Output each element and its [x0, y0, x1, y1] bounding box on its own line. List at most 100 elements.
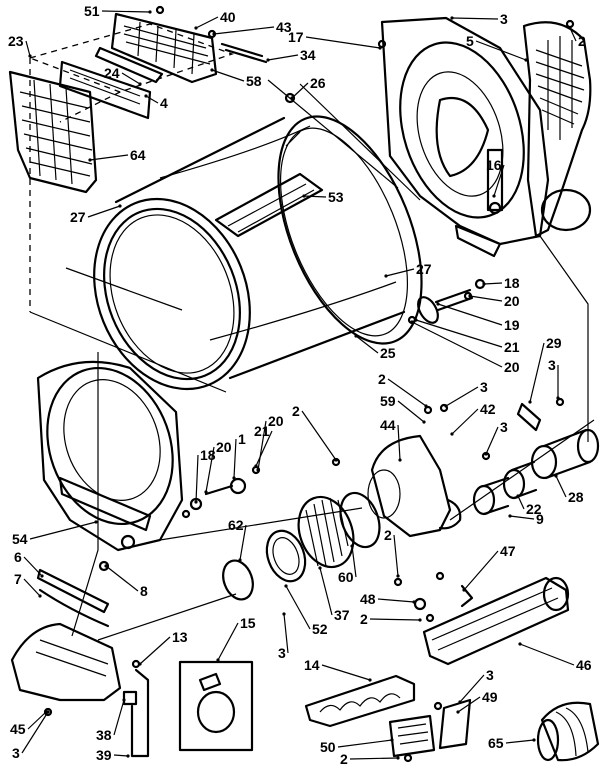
leader-arrowhead	[350, 544, 354, 548]
callout-number: 3	[548, 357, 556, 373]
leader-arrowhead	[194, 500, 198, 504]
leader-line	[257, 420, 267, 471]
leader-arrowhead	[282, 612, 286, 616]
callout-number: 2	[340, 751, 348, 767]
leader-arrowhead	[532, 738, 536, 742]
leader-arrowhead	[138, 662, 142, 666]
callout-number: 45	[10, 721, 26, 737]
leader-line	[195, 454, 199, 503]
callout-number: 23	[8, 33, 24, 49]
callout-number: 21	[504, 339, 520, 355]
callout-26: 26	[290, 75, 326, 100]
leader-arrowhead	[266, 58, 270, 62]
leader-line	[283, 613, 289, 654]
callout-number: 28	[568, 489, 584, 505]
callout-number: 47	[500, 543, 516, 559]
leader-arrowhead	[384, 274, 388, 278]
leader-arrowhead	[216, 658, 220, 662]
callout-number: 53	[328, 189, 344, 205]
callout-number: 50	[320, 739, 336, 755]
leader-line	[569, 27, 577, 42]
leader-arrowhead	[456, 710, 460, 714]
leader-line	[205, 446, 215, 493]
callout-45: 45	[10, 710, 48, 737]
callout-number: 29	[546, 335, 562, 351]
leader-arrowhead	[390, 738, 394, 742]
callout-3: 3	[444, 379, 488, 408]
callout-number: 3	[486, 667, 494, 683]
callout-42: 42	[450, 401, 496, 436]
callout-number: 2	[384, 527, 392, 543]
callout-2: 2	[340, 751, 400, 767]
front-panel-hardware	[10, 568, 150, 758]
callout-54: 54	[12, 520, 98, 547]
callout-16: 16	[486, 157, 505, 198]
callout-number: 9	[536, 511, 544, 527]
leader-line	[337, 739, 393, 748]
callout-number: 15	[240, 615, 256, 631]
callout-52: 52	[284, 584, 328, 637]
leader-arrowhead	[212, 32, 216, 36]
leader-line	[485, 426, 499, 455]
leader-line	[217, 622, 239, 661]
leader-line	[25, 40, 31, 57]
leader-line	[457, 696, 481, 713]
callout-number: 20	[216, 439, 232, 455]
leader-arrowhead	[458, 700, 462, 704]
leader-line	[27, 711, 47, 730]
callout-number: 6	[14, 549, 22, 565]
leader-arrowhead	[412, 600, 416, 604]
leader-arrowhead	[378, 46, 382, 50]
callout-number: 19	[504, 317, 520, 333]
callout-number: 54	[12, 531, 28, 547]
callout-number: 18	[504, 275, 520, 291]
leader-arrowhead	[436, 302, 440, 306]
leader-line	[397, 400, 425, 423]
callout-25: 25	[354, 334, 396, 361]
callout-number: 3	[12, 745, 20, 761]
leader-arrowhead	[554, 474, 558, 478]
leader-line	[321, 664, 371, 681]
callout-51: 51	[84, 3, 152, 19]
callout-3: 3	[450, 11, 508, 27]
leader-arrowhead	[508, 514, 512, 518]
leader-line	[87, 205, 121, 218]
leader-arrowhead	[254, 464, 258, 468]
exhaust-duct	[393, 571, 570, 666]
leader-line	[303, 195, 327, 198]
callout-number: 64	[130, 147, 146, 163]
callout-number: 38	[96, 727, 112, 743]
callout-50: 50	[320, 738, 394, 755]
leader-arrowhead	[204, 490, 208, 494]
callout-49: 49	[456, 689, 498, 714]
callout-2: 2	[360, 611, 422, 627]
leader-line	[517, 495, 525, 510]
leader-line	[387, 378, 427, 407]
leader-arrowhead	[518, 642, 522, 646]
exhaust-elbow	[536, 701, 600, 762]
leader-arrowhead	[444, 404, 448, 408]
callout-number: 58	[246, 73, 262, 89]
callout-53: 53	[302, 189, 344, 205]
callout-2: 2	[384, 527, 400, 578]
leader-line	[509, 515, 535, 520]
leader-line	[113, 754, 129, 757]
callout-58: 58	[210, 68, 262, 89]
leader-arrowhead	[256, 468, 260, 472]
leader-arrowhead	[104, 564, 108, 568]
bearing-parts	[181, 465, 261, 519]
callout-number: 1	[238, 431, 246, 447]
leader-arrowhead	[396, 574, 400, 578]
callout-number: 2	[360, 611, 368, 627]
leader-line	[213, 26, 275, 35]
leader-line	[305, 36, 381, 49]
leader-line	[139, 636, 171, 665]
callout-number: 21	[254, 423, 270, 439]
leader-arrowhead	[462, 588, 466, 592]
callout-7: 7	[14, 571, 42, 598]
callout-number: 42	[480, 401, 496, 417]
callout-number: 44	[380, 417, 396, 433]
callout-39: 39	[96, 747, 130, 763]
leader-line	[369, 618, 421, 621]
